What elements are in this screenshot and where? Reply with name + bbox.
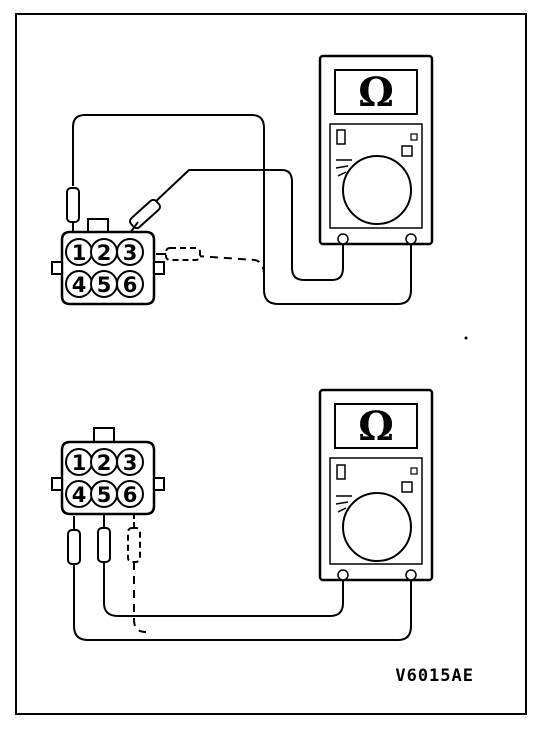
pin-5: 5	[90, 480, 118, 508]
pin-5: 5	[90, 270, 118, 298]
test-probe-pin1	[66, 187, 80, 223]
pin-4: 4	[65, 270, 93, 298]
pin-6: 6	[116, 480, 144, 508]
multimeter-bottom: Ω	[318, 388, 434, 582]
svg-text:1: 1	[72, 241, 87, 265]
svg-text:2: 2	[97, 241, 112, 265]
pin-2: 2	[90, 238, 118, 266]
diagram-frame	[15, 13, 527, 715]
svg-text:5: 5	[97, 483, 112, 507]
probe-jack-right	[405, 233, 417, 245]
svg-text:5: 5	[97, 273, 112, 297]
svg-text:2: 2	[97, 451, 112, 475]
connector-bottom: 1 2 3 4 5 6	[51, 427, 165, 516]
svg-text:3: 3	[123, 451, 138, 475]
test-probe-pin4	[67, 529, 81, 565]
pin-3: 3	[116, 238, 144, 266]
probe-jack-left	[337, 569, 349, 581]
stray-mark	[464, 336, 468, 340]
bottom-test-setup: Ω 1 2 3	[51, 388, 434, 641]
svg-text:6: 6	[123, 273, 138, 297]
pin-3: 3	[116, 448, 144, 476]
probe-jack-right	[405, 569, 417, 581]
svg-text:4: 4	[72, 273, 87, 297]
pin-1: 1	[65, 448, 93, 476]
probe-jack-left	[337, 233, 349, 245]
figure-code: V6015AE	[395, 666, 474, 686]
svg-text:6: 6	[123, 483, 138, 507]
pin-4: 4	[65, 480, 93, 508]
test-leads-top	[72, 114, 412, 305]
dashed-probe-top	[156, 247, 201, 261]
rotary-dial	[342, 492, 412, 562]
dashed-probe-pin6	[127, 527, 141, 563]
svg-text:1: 1	[72, 451, 87, 475]
ohm-symbol: Ω	[358, 403, 394, 450]
pin-6: 6	[116, 270, 144, 298]
test-leads-bottom	[73, 562, 412, 641]
test-probe-pin3	[127, 198, 161, 237]
rotary-dial	[342, 155, 412, 225]
meter-display	[334, 403, 418, 449]
meter-display	[334, 69, 418, 115]
svg-text:4: 4	[72, 483, 87, 507]
pin-1: 1	[65, 238, 93, 266]
connector-top: 1 2 3 4 5 6	[51, 218, 165, 306]
test-probe-pin5	[97, 527, 111, 563]
multimeter-top: Ω	[318, 54, 434, 246]
top-test-setup: Ω	[51, 54, 434, 306]
pin-2: 2	[90, 448, 118, 476]
ohm-symbol: Ω	[358, 69, 394, 116]
svg-text:3: 3	[123, 241, 138, 265]
